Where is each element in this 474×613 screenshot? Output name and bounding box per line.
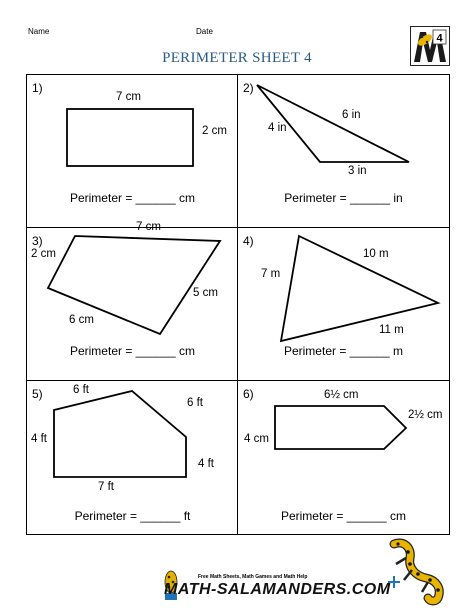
triangle-shape	[256, 84, 410, 163]
side-label: 2 cm	[202, 125, 227, 137]
problem-4: 4) 10 m 7 m 11 m Perimeter = ______ m	[238, 228, 449, 381]
side-label: 6 cm	[69, 314, 94, 326]
side-label: 7 cm	[116, 91, 141, 103]
side-label: 4 in	[268, 122, 287, 134]
side-label: 4 ft	[31, 433, 47, 445]
rectangle-shape	[66, 108, 194, 167]
name-label: Name	[28, 27, 50, 36]
side-label: 6 ft	[187, 397, 203, 409]
grade-logo: 4	[410, 26, 450, 66]
footer-salamander-icon	[160, 568, 182, 602]
problem-number: 5)	[32, 387, 43, 401]
date-label: Date	[196, 27, 213, 36]
side-label: 7 ft	[98, 481, 114, 493]
pentagon-shape	[53, 390, 187, 478]
footer-tagline: Free Math Sheets, Math Games and Math He…	[198, 574, 308, 580]
side-label: 6 in	[342, 109, 361, 121]
side-label: 2 cm	[31, 248, 56, 260]
perimeter-answer-line: Perimeter = ______ in	[284, 191, 403, 205]
perimeter-answer-line: Perimeter = ______ ft	[74, 509, 191, 523]
problem-6: 6) 6½ cm 2½ cm 4 cm Perimeter = ______ c…	[238, 381, 449, 534]
problem-number: 3)	[32, 234, 43, 248]
side-label: 7 m	[261, 268, 281, 280]
side-label: 5 cm	[193, 287, 218, 299]
problem-5: 5) 6 ft 6 ft 4 ft 4 ft 7 ft Perimeter = …	[27, 381, 238, 534]
quadrilateral-shape	[46, 235, 222, 336]
arrow-pentagon-shape	[274, 405, 408, 450]
side-label: 10 m	[363, 248, 389, 260]
side-label: 11 m	[379, 324, 404, 336]
problem-number: 6)	[243, 387, 254, 401]
problem-3: 3) 7 cm 2 cm 5 cm 6 cm Perimeter = _____…	[27, 221, 238, 381]
perimeter-answer-line: Perimeter = ______ m	[283, 344, 404, 358]
side-label: 6 ft	[73, 384, 89, 396]
problem-1: 1) 7 cm 2 cm Perimeter = ______ cm	[27, 75, 238, 228]
side-label: 6½ cm	[324, 389, 359, 401]
svg-text:4: 4	[436, 33, 443, 45]
triangle-shape	[279, 234, 441, 343]
side-label: 2½ cm	[408, 409, 443, 421]
side-label: 4 cm	[244, 433, 269, 445]
salamander-mascot-icon	[382, 536, 450, 606]
worksheet-grid: 1) 7 cm 2 cm Perimeter = ______ cm 2) 6 …	[26, 74, 450, 535]
side-label: 4 ft	[198, 458, 214, 470]
side-label: 7 cm	[136, 221, 161, 233]
perimeter-answer-line: Perimeter = ______ cm	[280, 509, 407, 523]
perimeter-answer-line: Perimeter = ______ cm	[69, 191, 196, 205]
page-title: PERIMETER SHEET 4	[162, 50, 312, 66]
footer-brand: MATH-SALAMANDERS.COM	[164, 581, 391, 598]
side-label: 3 in	[348, 165, 367, 177]
problem-number: 1)	[32, 81, 43, 95]
problem-number: 2)	[243, 81, 254, 95]
salamander-logo-icon: 4	[410, 26, 450, 66]
problem-2: 2) 6 in 4 in 3 in Perimeter = ______ in	[238, 75, 449, 228]
problem-number: 4)	[243, 234, 254, 248]
perimeter-answer-line: Perimeter = ______ cm	[69, 344, 196, 358]
